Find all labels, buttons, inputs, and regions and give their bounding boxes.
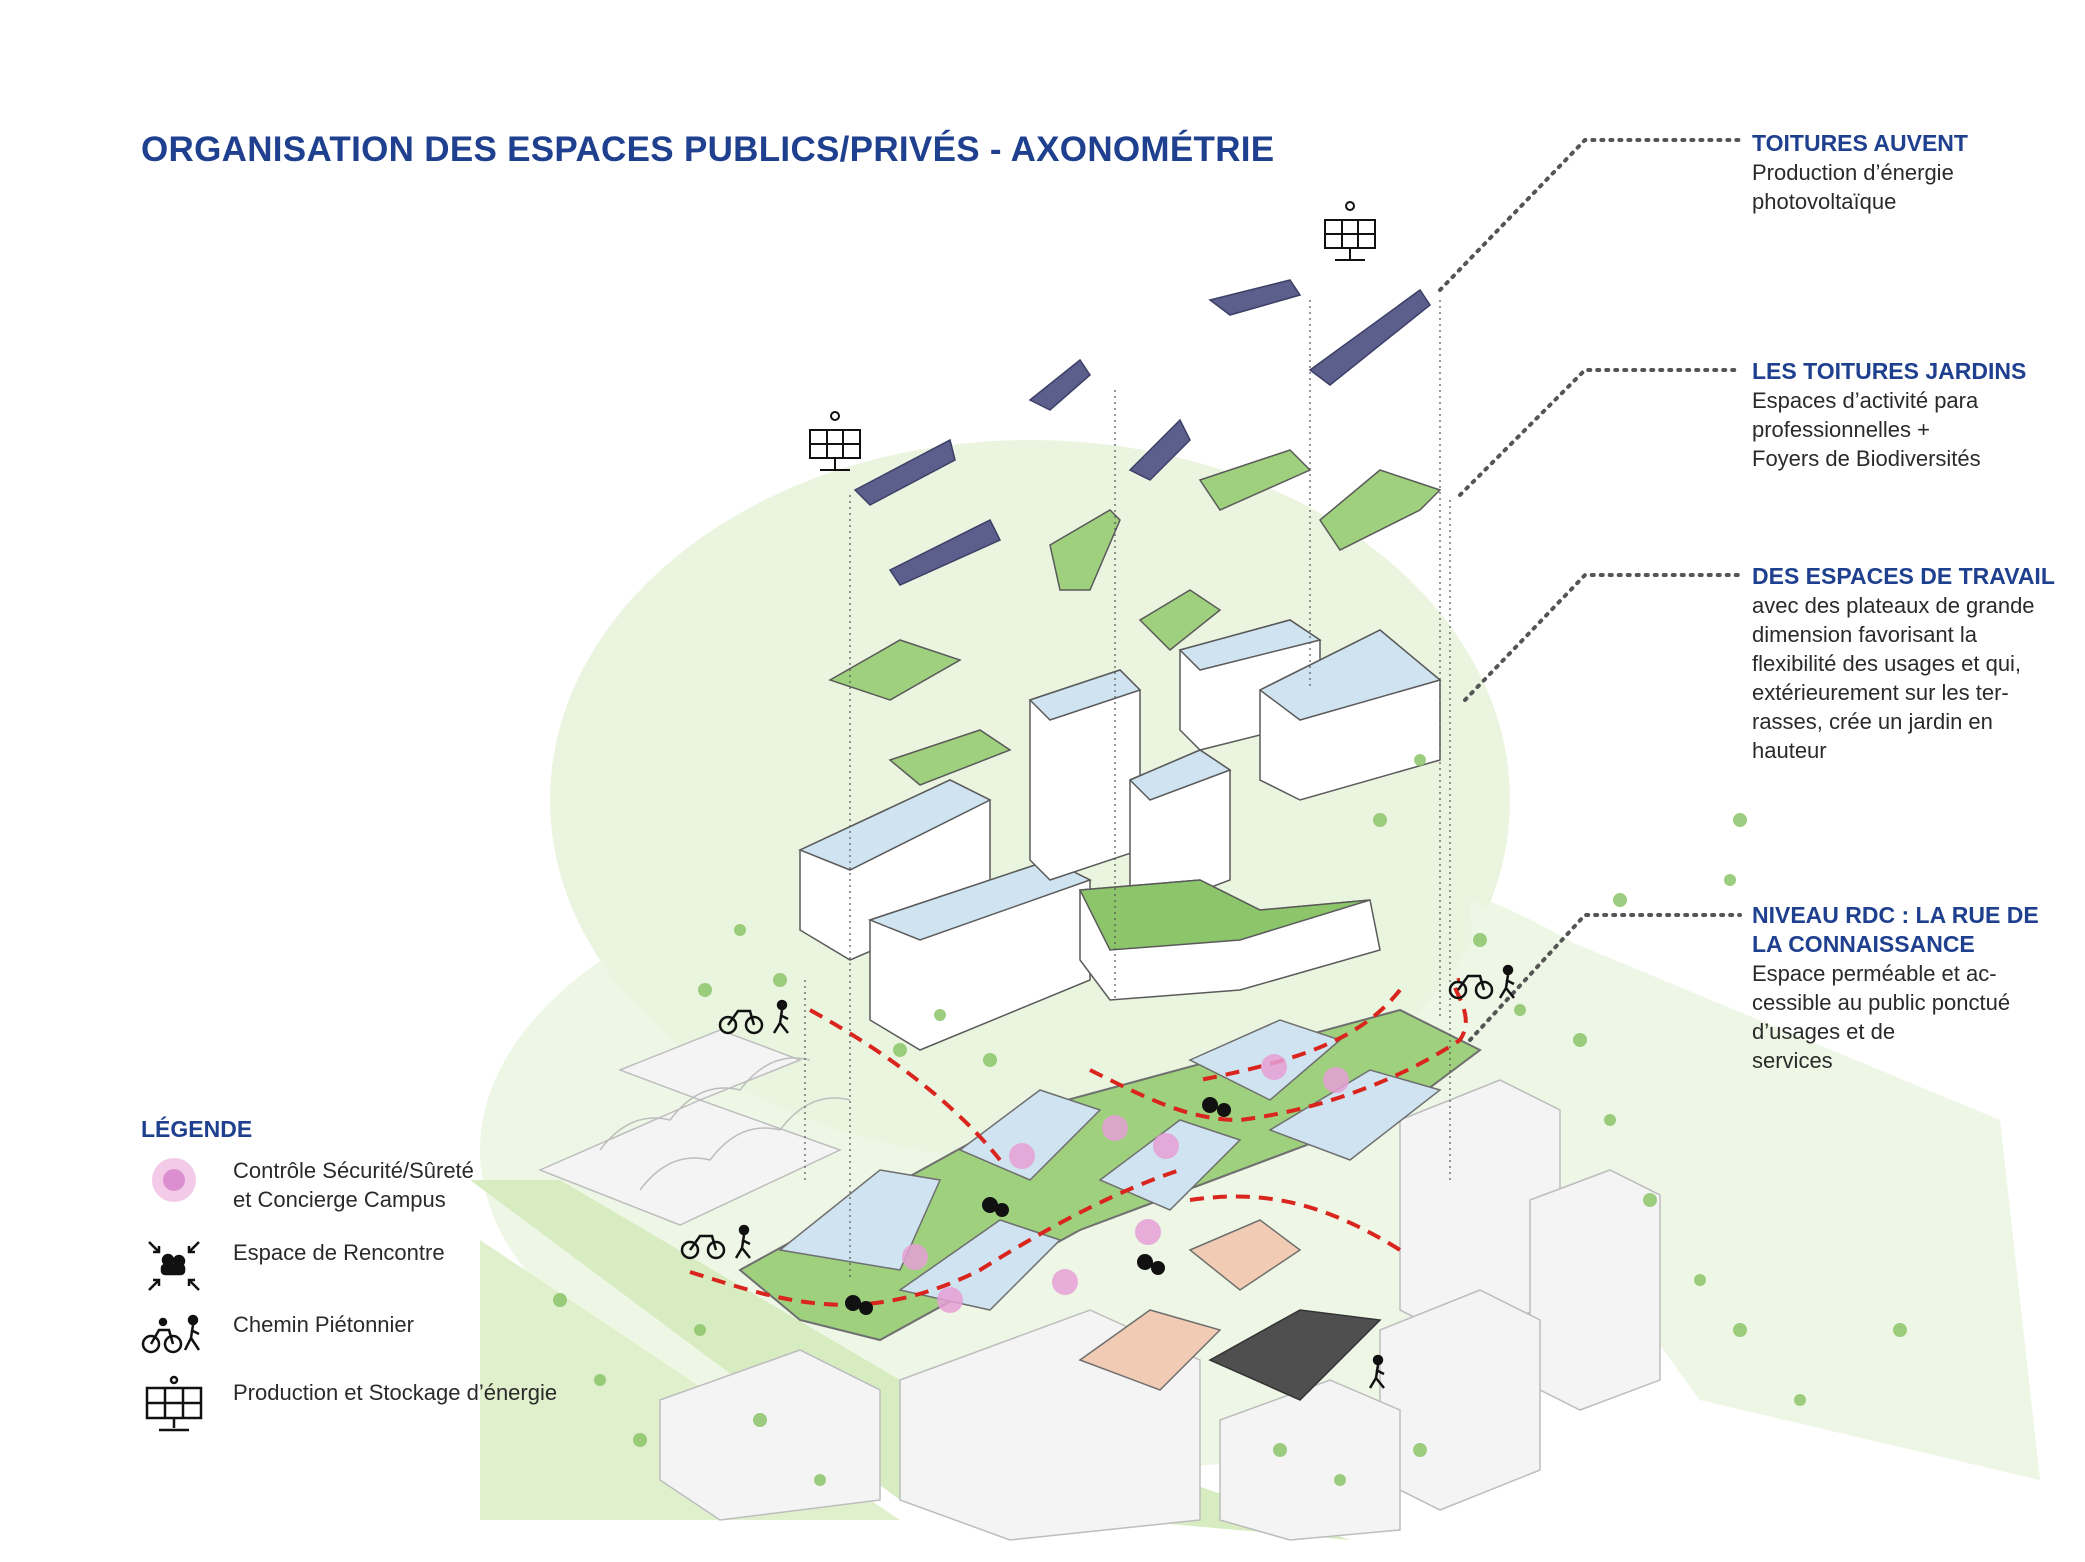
- callout-working-spaces: DES ESPACES DE TRAVAIL avec des plateaux…: [1752, 562, 2072, 765]
- legend-label: Espace de Rencontre: [233, 1240, 445, 1265]
- garden-roofs: [828, 449, 1442, 786]
- pedestrian-paths: [689, 978, 1468, 1307]
- legend-item-pedestrian: Chemin Piétonnier: [141, 1306, 641, 1366]
- projection-lines: [804, 300, 1451, 1280]
- callout-leader-lines: [1438, 138, 1742, 1042]
- callout-heading: TOITURES AUVENT: [1752, 130, 1968, 156]
- callout-solar-canopy-roofs: TOITURES AUVENT Production d’énergie pho…: [1752, 129, 2072, 216]
- callout-heading: NIVEAU RDC : LA RUE DE LA CONNAISSANCE: [1752, 902, 2039, 957]
- legend-label: Chemin Piétonnier: [233, 1312, 414, 1337]
- bike-pedestrian-icon: [141, 1314, 201, 1354]
- solar-canopy-roofs: [853, 279, 1432, 586]
- legend-label: Production et Stockage d’énergie: [233, 1380, 558, 1405]
- meeting-space-icon: [148, 1241, 200, 1291]
- diagram-bike-pedestrian-icons: [680, 964, 1515, 1389]
- callout-ground-level: NIVEAU RDC : LA RUE DE LA CONNAISSANCE E…: [1752, 901, 2072, 1075]
- tree-markers: [553, 754, 1907, 1486]
- legend-item-security: Contrôle Sécurité/Sûreté et Concierge Ca…: [141, 1152, 641, 1212]
- security-points: [902, 1054, 1349, 1313]
- callout-body: avec des plateaux de grande dimension fa…: [1752, 593, 2035, 763]
- security-point-icon: [152, 1158, 196, 1202]
- legend-item-meeting: Espace de Rencontre: [141, 1234, 641, 1294]
- callout-heading: DES ESPACES DE TRAVAIL: [1752, 563, 2055, 589]
- meeting-space-markers: [845, 1097, 1231, 1315]
- callout-heading: LES TOITURES JARDINS: [1752, 358, 2027, 384]
- legend-item-energy: Production et Stockage d’énergie: [141, 1374, 641, 1434]
- callout-body: Production d’énergie photovoltaïque: [1752, 160, 1954, 214]
- callout-body: Espace perméable et ac- cessible au publ…: [1752, 961, 2011, 1073]
- working-spaces-buildings: [798, 619, 1442, 1051]
- callout-body: Espaces d’activité para professionnelles…: [1752, 388, 1981, 471]
- solar-panel-icon: [145, 1375, 203, 1432]
- page-title: ORGANISATION DES ESPACES PUBLICS/PRIVÉS …: [141, 130, 1275, 169]
- greenhouse-structures: [599, 1057, 851, 1191]
- callout-garden-roofs: LES TOITURES JARDINS Espaces d’activité …: [1752, 357, 2072, 473]
- diagram-solar-icons: [809, 201, 1376, 471]
- legend-heading: LÉGENDE: [141, 1116, 253, 1142]
- legend-label: Contrôle Sécurité/Sûreté et Concierge Ca…: [233, 1158, 474, 1212]
